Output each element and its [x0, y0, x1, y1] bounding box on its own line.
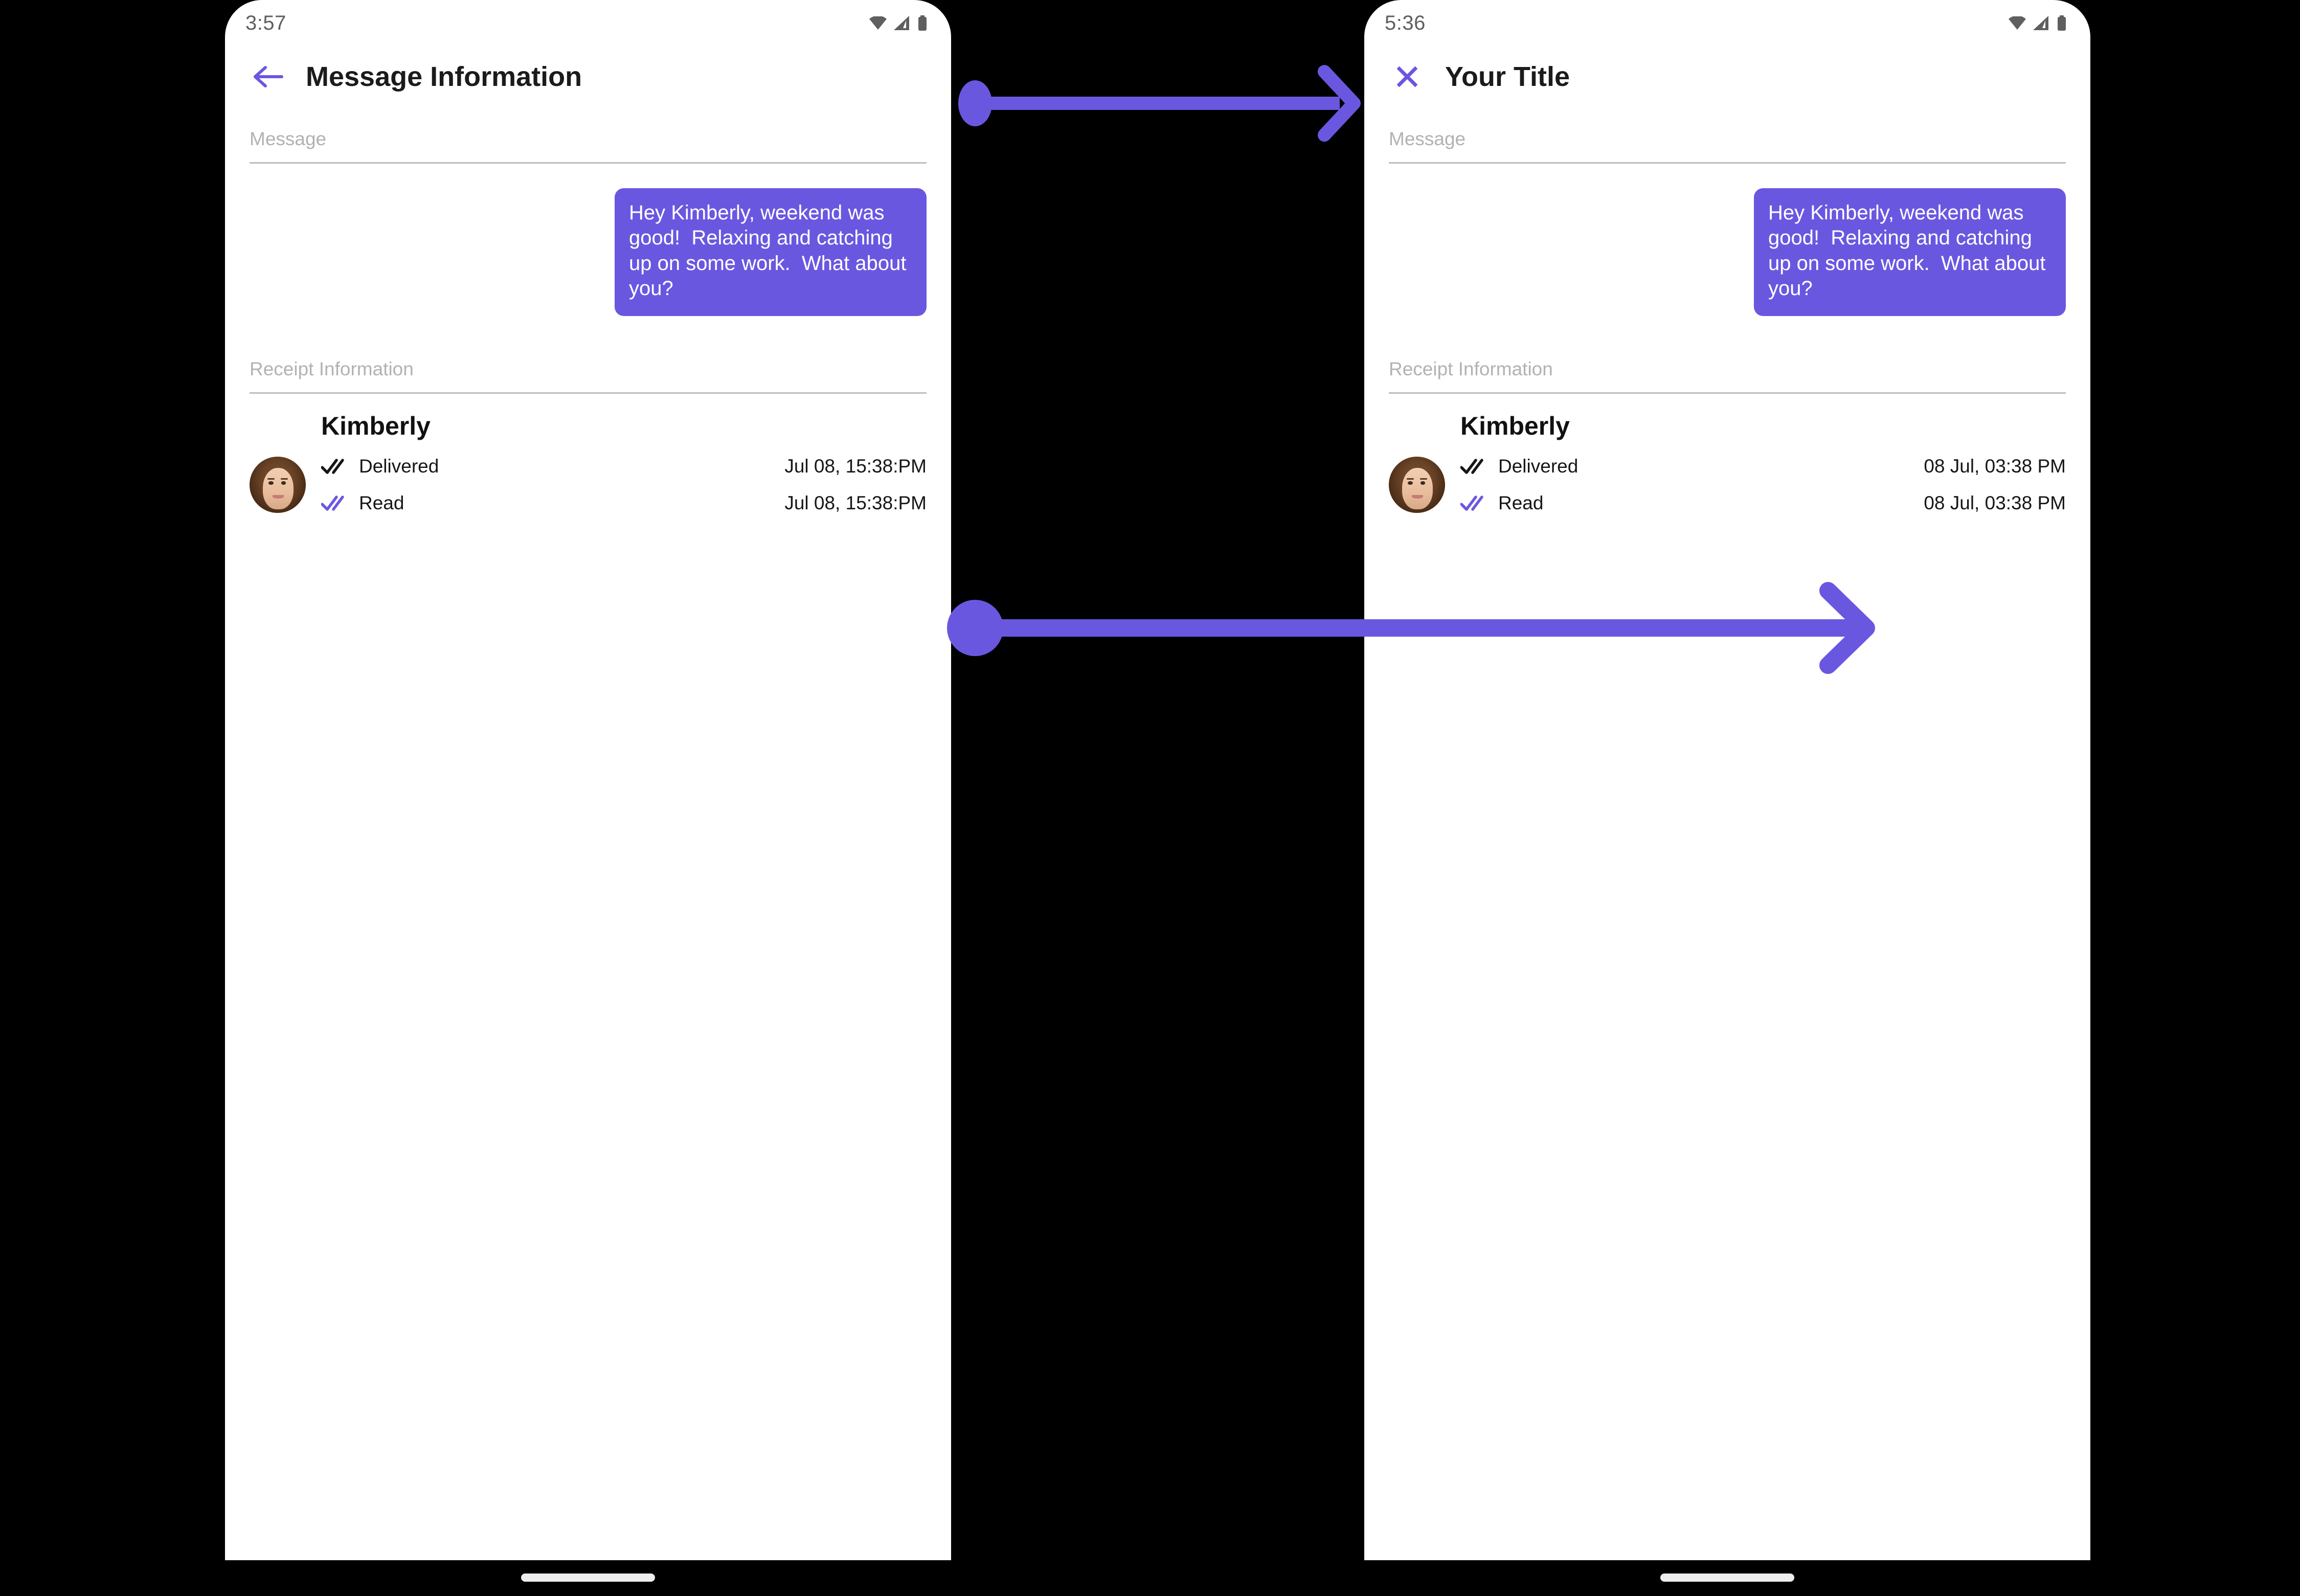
receipt-timestamp: 08 Jul, 03:38 PM [1924, 492, 2066, 514]
receipt-section-label: Receipt Information [250, 358, 414, 380]
contact-name: Kimberly [1460, 411, 1570, 440]
receipt-block-left: Kimberly Delivered Jul [225, 394, 951, 522]
contact-avatar [250, 456, 306, 513]
message-bubble-row: Hey Kimberly, weekend was good! Relaxing… [1389, 164, 2066, 338]
receipt-status-label: Read [359, 492, 404, 514]
page-title: Your Title [1445, 61, 1570, 92]
status-icons [2009, 15, 2067, 31]
receipt-row-delivered: Delivered 08 Jul, 03:38 PM [1460, 448, 2066, 485]
close-icon[interactable] [1388, 57, 1427, 96]
home-bar-area-right [1364, 1560, 2090, 1596]
status-bar-left: 3:57 [225, 0, 951, 46]
receipt-timestamp: 08 Jul, 03:38 PM [1924, 456, 2066, 477]
phone-screen-left: 3:57 Message Information Message Hey Kim… [225, 0, 951, 1560]
wifi-icon [2009, 16, 2026, 30]
section-divider [250, 392, 927, 394]
section-divider [250, 162, 927, 164]
app-bar-left: Message Information [225, 46, 951, 107]
message-bubble[interactable]: Hey Kimberly, weekend was good! Relaxing… [615, 188, 927, 317]
receipt-timestamp: Jul 08, 15:38:PM [784, 456, 927, 477]
receipt-status-label: Delivered [1498, 456, 1579, 477]
receipt-section-left: Receipt Information [225, 338, 951, 394]
home-indicator[interactable] [1660, 1573, 1794, 1582]
battery-icon [2057, 15, 2067, 31]
home-bar-area-left [225, 1560, 951, 1596]
title-change-arrow [958, 65, 1361, 142]
cellular-signal-icon [2033, 16, 2049, 30]
receipt-row-read: Read Jul 08, 15:38:PM [321, 485, 927, 522]
receipt-row-delivered: Delivered Jul 08, 15:38:PM [321, 448, 927, 485]
double-check-icon [321, 456, 345, 477]
home-indicator[interactable] [521, 1573, 655, 1582]
message-section-label: Message [250, 128, 327, 149]
status-icons [869, 15, 928, 31]
battery-icon [917, 15, 928, 31]
section-divider [1389, 392, 2066, 394]
receipt-section-label: Receipt Information [1389, 358, 1553, 380]
cellular-signal-icon [894, 16, 910, 30]
receipt-timestamp: Jul 08, 15:38:PM [784, 492, 927, 514]
status-bar-right: 5:36 [1364, 0, 2090, 46]
receipt-status-label: Delivered [359, 456, 439, 477]
contact-avatar [1389, 456, 1445, 513]
double-check-icon [1460, 493, 1484, 513]
status-time: 3:57 [245, 12, 286, 34]
page-title: Message Information [306, 61, 582, 92]
receipt-status-label: Read [1498, 492, 1544, 514]
receipt-block-right: Kimberly Delivered 08 [1364, 394, 2090, 522]
back-arrow-icon[interactable] [249, 57, 287, 96]
receipt-section-right: Receipt Information [1364, 338, 2090, 394]
section-divider [1389, 162, 2066, 164]
phone-screen-right: 5:36 Your Title Message Hey Kimberly, we… [1364, 0, 2090, 1560]
message-section-right: Message Hey Kimberly, weekend was good! … [1364, 107, 2090, 338]
message-bubble[interactable]: Hey Kimberly, weekend was good! Relaxing… [1754, 188, 2066, 317]
message-section-left: Message Hey Kimberly, weekend was good! … [225, 107, 951, 338]
receipt-row-read: Read 08 Jul, 03:38 PM [1460, 485, 2066, 522]
double-check-icon [321, 493, 345, 513]
message-bubble-row: Hey Kimberly, weekend was good! Relaxing… [250, 164, 927, 338]
double-check-icon [1460, 456, 1484, 477]
status-time: 5:36 [1385, 12, 1426, 34]
app-bar-right: Your Title [1364, 46, 2090, 107]
contact-name: Kimberly [321, 411, 431, 440]
wifi-icon [869, 16, 887, 30]
message-section-label: Message [1389, 128, 1466, 149]
